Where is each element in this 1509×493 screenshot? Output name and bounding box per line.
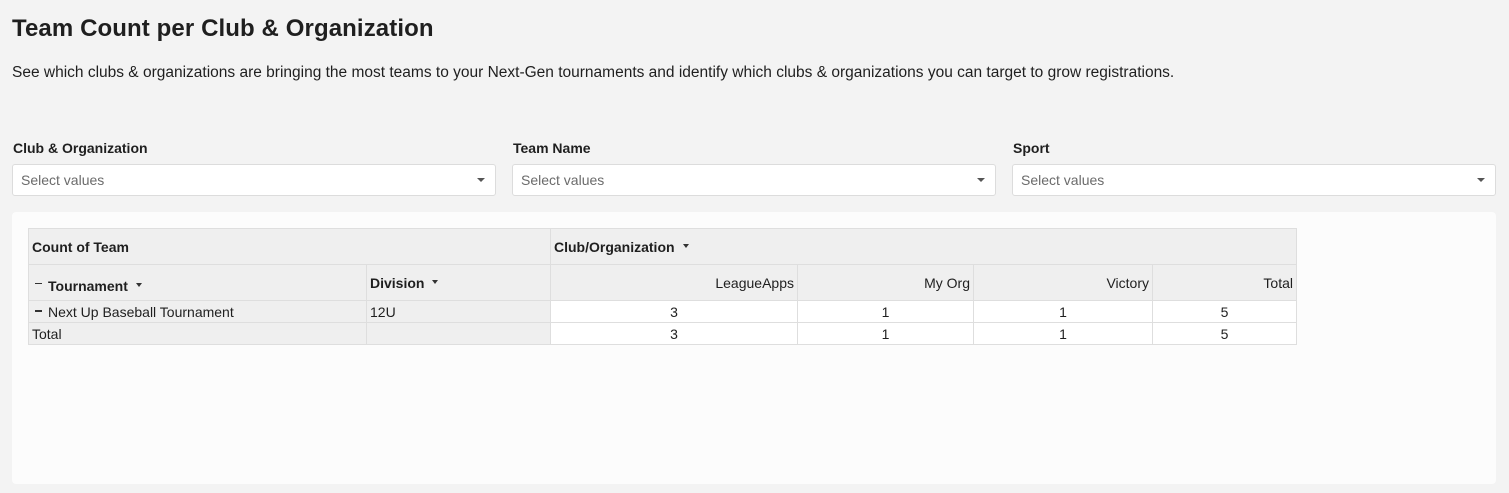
division-header-label: Division (370, 274, 425, 291)
filter-label: Sport (1013, 140, 1050, 156)
total-value-cell: 1 (973, 322, 1153, 345)
total-row: Total 3 1 1 5 (28, 322, 1297, 345)
total-division-cell (366, 322, 551, 345)
measure-header: Count of Team (28, 228, 551, 265)
column-header-victory: Victory (973, 264, 1153, 301)
column-header-my-org: My Org (797, 264, 974, 301)
select-placeholder: Select values (521, 172, 605, 188)
tournament-name: Next Up Baseball Tournament (48, 303, 234, 320)
sort-caret-icon[interactable] (135, 282, 142, 287)
filter-label: Club & Organization (13, 140, 148, 156)
division-header[interactable]: Division (366, 264, 551, 301)
collapse-icon[interactable] (35, 310, 42, 312)
tournament-header[interactable]: Tournament (28, 264, 367, 301)
column-header-total: Total (1152, 264, 1297, 301)
club-organization-select[interactable]: Select values (12, 164, 496, 196)
value-cell: 1 (797, 300, 974, 323)
select-placeholder: Select values (21, 172, 105, 188)
filter-sport: Sport Select values (1012, 139, 1496, 196)
column-header-leagueapps: LeagueApps (550, 264, 798, 301)
pivot-table: Count of Team Club/Organization Tourname… (28, 228, 1297, 345)
value-cell: 1 (973, 300, 1153, 323)
chevron-down-icon (477, 178, 485, 182)
team-name-select[interactable]: Select values (512, 164, 996, 196)
total-value-cell: 1 (797, 322, 974, 345)
division-cell: 12U (366, 300, 551, 323)
filter-label: Team Name (513, 140, 591, 156)
sport-select[interactable]: Select values (1012, 164, 1496, 196)
select-placeholder: Select values (1021, 172, 1105, 188)
chevron-down-icon (1477, 178, 1485, 182)
value-cell: 3 (550, 300, 798, 323)
table-row: Next Up Baseball Tournament 12U 3 1 1 5 (28, 300, 1297, 323)
filter-club-organization: Club & Organization Select values (12, 139, 496, 196)
value-cell: 5 (1152, 300, 1297, 323)
page-description: See which clubs & organizations are brin… (12, 64, 1175, 81)
column-dimension-label: Club/Organization (554, 238, 675, 255)
total-value-cell: 3 (550, 322, 798, 345)
total-value-cell: 5 (1152, 322, 1297, 345)
total-label: Total (28, 322, 367, 345)
tournament-cell: Next Up Baseball Tournament (28, 300, 367, 323)
tournament-header-label: Tournament (48, 277, 128, 294)
chevron-down-icon (977, 178, 985, 182)
column-dimension-header[interactable]: Club/Organization (550, 228, 1297, 265)
page-title: Team Count per Club & Organization (12, 15, 434, 42)
sort-caret-icon[interactable] (432, 279, 439, 284)
filter-team-name: Team Name Select values (512, 139, 996, 196)
pivot-panel: Count of Team Club/Organization Tourname… (12, 212, 1496, 484)
collapse-icon[interactable] (35, 282, 42, 285)
sort-caret-icon[interactable] (682, 243, 689, 248)
